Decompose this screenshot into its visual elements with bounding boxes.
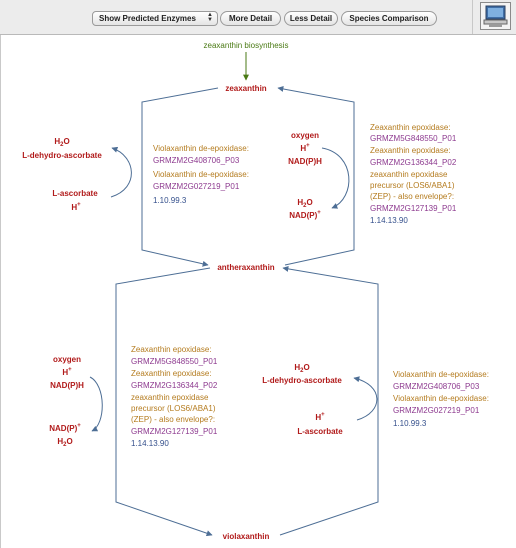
enzyme-name: zeaxanthin epoxidase xyxy=(370,170,448,179)
compound-oxygen[interactable]: oxygen xyxy=(53,355,81,364)
enzyme-name: (ZEP) - also envelope?: xyxy=(131,415,215,424)
side-reaction-arc-step2-right xyxy=(353,376,378,421)
enzyme-name: Violaxanthin de-epoxidase: xyxy=(393,394,489,403)
reaction-edge-step1-right xyxy=(277,86,355,266)
compound-h-plus[interactable]: H+ xyxy=(315,412,325,422)
enzyme-name: Zeaxanthin epoxidase: xyxy=(370,146,451,155)
compound-l-dehydro-ascorbate[interactable]: L-dehydro-ascorbate xyxy=(22,151,102,160)
gene-link[interactable]: GRMZM5G848550_P01 xyxy=(370,134,457,143)
ec-number-link[interactable]: 1.10.99.3 xyxy=(153,196,187,205)
pathway-diagram: zeaxanthin biosynthesis zeaxanthin anthe… xyxy=(22,41,489,541)
gene-link[interactable]: GRMZM2G127139_P01 xyxy=(370,204,457,213)
more-detail-button[interactable]: More Detail xyxy=(220,11,281,26)
enzyme-name: zeaxanthin epoxidase xyxy=(131,393,209,402)
compound-antheraxanthin[interactable]: antheraxanthin xyxy=(217,263,274,272)
side-reaction-arc-step2-left xyxy=(89,376,103,432)
compound-h2o[interactable]: H2O xyxy=(297,198,312,209)
enzyme-name: precursor (LOS6/ABA1) xyxy=(131,404,216,413)
gene-link[interactable]: GRMZM5G848550_P01 xyxy=(131,357,218,366)
reaction-edge-step1-left xyxy=(141,87,219,267)
compound-h-plus[interactable]: H+ xyxy=(300,143,310,153)
compound-nadp[interactable]: NAD(P)+ xyxy=(289,210,321,220)
toolbar: Show Predicted Enzymes ▲▼ More Detail Le… xyxy=(0,0,516,35)
gene-link[interactable]: GRMZM2G127139_P01 xyxy=(131,427,218,436)
compound-zeaxanthin[interactable]: zeaxanthin xyxy=(225,84,266,93)
compound-h-plus[interactable]: H+ xyxy=(71,202,81,212)
enzyme-name: Violaxanthin de-epoxidase: xyxy=(393,370,489,379)
reaction-edge-step2-left xyxy=(115,267,213,537)
enzyme-name: Violaxanthin de-epoxidase: xyxy=(153,170,249,179)
gene-link[interactable]: GRMZM2G136344_P02 xyxy=(131,381,218,390)
compound-nadp[interactable]: NAD(P)+ xyxy=(49,423,81,433)
ec-number-link[interactable]: 1.10.99.3 xyxy=(393,419,427,428)
enzyme-name: (ZEP) - also envelope?: xyxy=(370,192,454,201)
compound-oxygen[interactable]: oxygen xyxy=(291,131,319,140)
compound-l-ascorbate[interactable]: L-ascorbate xyxy=(52,189,98,198)
select-arrows-icon: ▲▼ xyxy=(207,12,213,23)
gene-link[interactable]: GRMZM2G408706_P03 xyxy=(153,156,240,165)
frame-border xyxy=(0,35,1,548)
compound-nadph[interactable]: NAD(P)H xyxy=(50,381,84,390)
toolbar-divider xyxy=(472,0,473,34)
enzyme-name: Violaxanthin de-epoxidase: xyxy=(153,144,249,153)
compound-h2o[interactable]: H2O xyxy=(54,137,69,148)
compound-h2o[interactable]: H2O xyxy=(294,363,309,374)
species-comparison-button[interactable]: Species Comparison xyxy=(341,11,437,26)
side-reaction-arc-step1-right xyxy=(321,147,350,209)
enzyme-name: Zeaxanthin epoxidase: xyxy=(131,345,212,354)
computer-icon[interactable] xyxy=(479,1,512,31)
enzyme-filter-label: Show Predicted Enzymes xyxy=(99,14,196,23)
enzyme-filter-select[interactable]: Show Predicted Enzymes ▲▼ xyxy=(92,11,218,26)
compound-h-plus[interactable]: H+ xyxy=(62,367,72,377)
compound-nadph[interactable]: NAD(P)H xyxy=(288,157,322,166)
compound-h2o[interactable]: H2O xyxy=(57,437,72,448)
side-reaction-arc-step1-left xyxy=(110,146,132,198)
less-detail-button[interactable]: Less Detail xyxy=(284,11,338,26)
compound-l-dehydro-ascorbate[interactable]: L-dehydro-ascorbate xyxy=(262,376,342,385)
ec-number-link[interactable]: 1.14.13.90 xyxy=(131,439,169,448)
compound-violaxanthin[interactable]: violaxanthin xyxy=(223,532,270,541)
compound-l-ascorbate[interactable]: L-ascorbate xyxy=(297,427,343,436)
enzyme-name: Zeaxanthin epoxidase: xyxy=(370,123,451,132)
reaction-edge-step2-right xyxy=(279,265,379,536)
ec-number-link[interactable]: 1.14.13.90 xyxy=(370,216,408,225)
gene-link[interactable]: GRMZM2G136344_P02 xyxy=(370,158,457,167)
gene-link[interactable]: GRMZM2G027219_P01 xyxy=(393,406,480,415)
pathway-link-zeaxanthin-biosynthesis[interactable]: zeaxanthin biosynthesis xyxy=(204,41,289,50)
gene-link[interactable]: GRMZM2G408706_P03 xyxy=(393,382,480,391)
enzyme-name: precursor (LOS6/ABA1) xyxy=(370,181,455,190)
gene-link[interactable]: GRMZM2G027219_P01 xyxy=(153,182,240,191)
enzyme-name: Zeaxanthin epoxidase: xyxy=(131,369,212,378)
